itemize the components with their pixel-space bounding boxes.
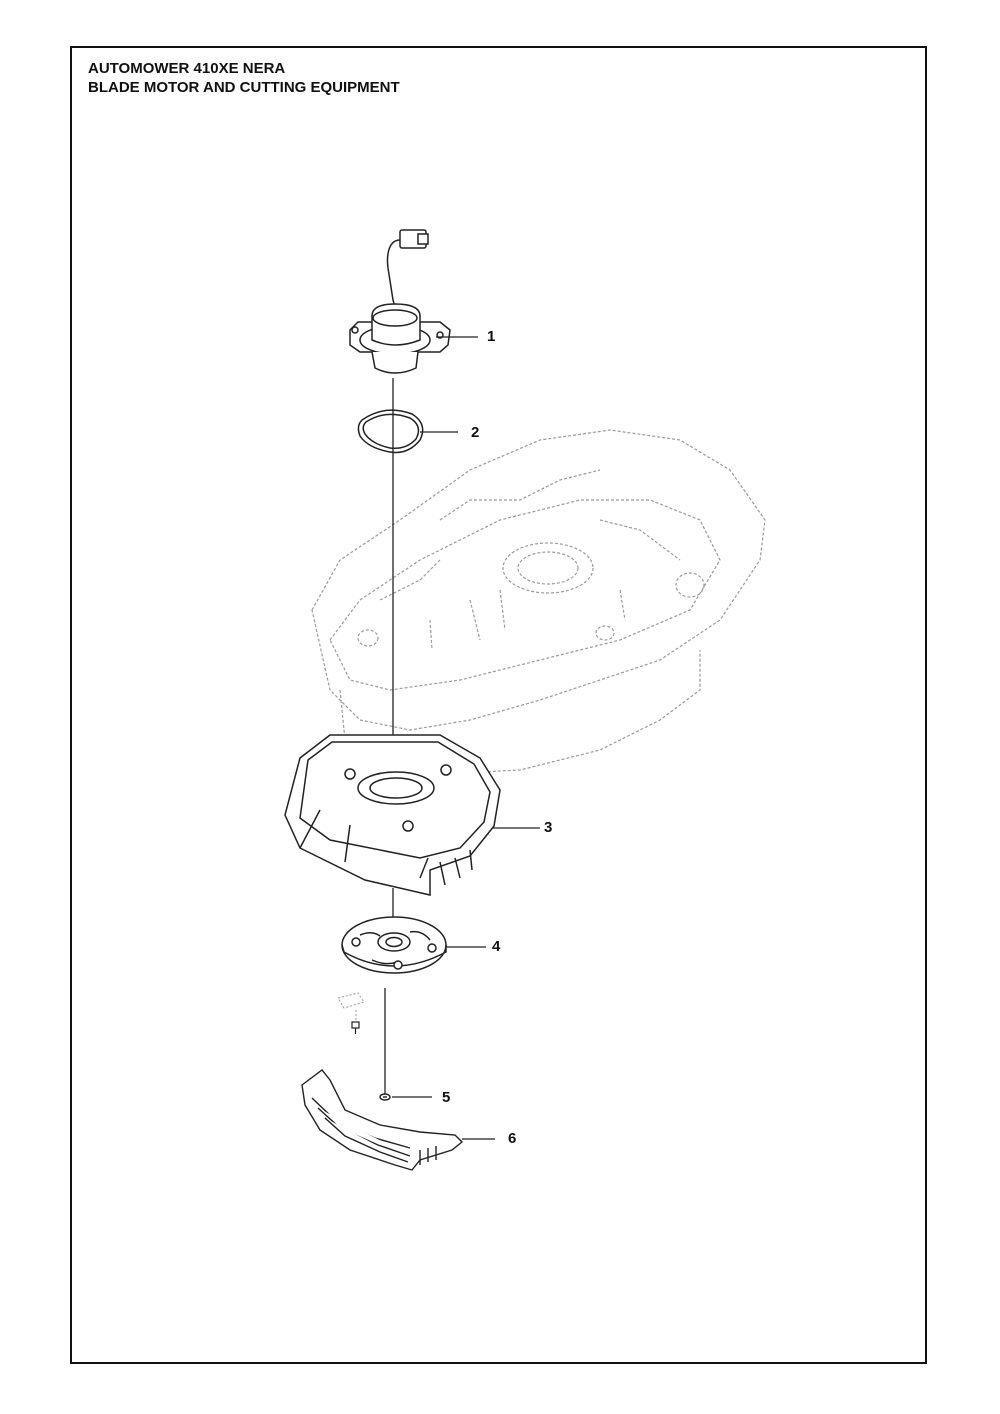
callout-6: 6	[508, 1130, 517, 1147]
blade-ghost-icon	[337, 992, 365, 1030]
o-ring-icon	[357, 409, 424, 454]
chassis-ghost-icon	[311, 429, 766, 776]
section-title: BLADE MOTOR AND CUTTING EQUIPMENT	[88, 79, 400, 96]
callout-5: 5	[442, 1089, 451, 1106]
diagram-title: AUTOMOWER 410XE NERA BLADE MOTOR AND CUT…	[88, 59, 400, 97]
callout-1: 1	[487, 328, 496, 345]
blade-disc-icon	[341, 916, 447, 974]
blade-screw-icon	[351, 1021, 360, 1034]
callout-2: 2	[471, 424, 480, 441]
callout-4: 4	[492, 938, 501, 955]
blade-motor-icon	[349, 229, 451, 374]
model-title: AUTOMOWER 410XE NERA	[88, 60, 286, 77]
callout-3: 3	[544, 819, 553, 836]
motor-housing-icon	[284, 734, 501, 896]
screw-icon	[379, 1093, 391, 1101]
page-frame	[70, 46, 927, 1364]
skid-plate-icon	[301, 1069, 464, 1171]
